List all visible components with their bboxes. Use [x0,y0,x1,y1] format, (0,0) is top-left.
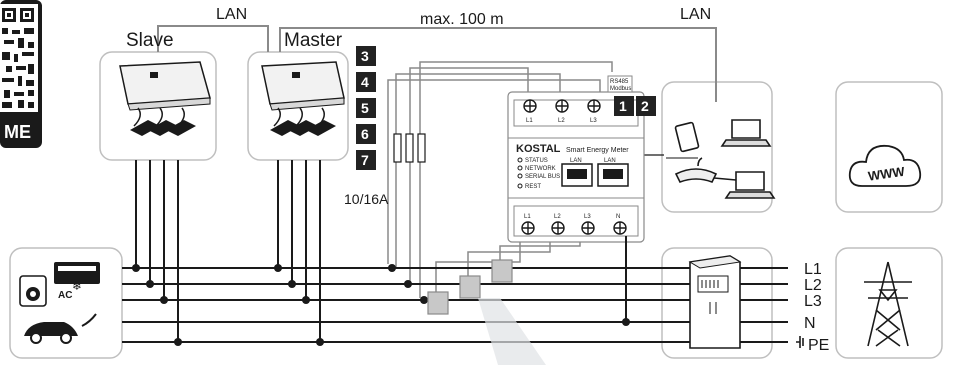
meter-step-badges: 1 2 [614,96,656,116]
lan-slave-master [157,25,269,52]
consumers-icon: AC ❄ [19,262,100,344]
grid-label-l3: L3 [804,293,822,310]
smart-energy-meter: RS485 Modbus L1 L2 L3 KOSTAL Smart Energ… [507,75,645,243]
meter-step-badge: 2 [641,98,649,114]
qr-caption: ME [4,122,31,142]
svg-text:❄: ❄ [72,279,82,293]
top-terminal-label: L3 [590,118,597,124]
bottom-terminal-label: L1 [524,214,531,220]
callout-beam [478,298,546,365]
qr-code: ME [0,0,42,148]
ac-label: AC [58,290,72,301]
grid-line-labels: L1 L2 L3 N PE [796,261,829,354]
led-label: STATUS [525,158,548,164]
utility-panel [835,247,943,359]
lan-port-label: LAN [604,158,616,164]
meter-step-badge: 1 [619,98,627,114]
lan-master-router [279,27,717,102]
step-badge: 5 [361,100,369,116]
bottom-terminal-label: N [616,214,620,220]
step-badge: 6 [361,126,369,142]
network-devices-icon [674,119,776,199]
grid-meter-icon [688,255,742,349]
lan-label-right: LAN [680,6,711,23]
bus-junctions [132,264,630,346]
www-label: WWW [867,164,906,184]
grid-label-l2: L2 [804,277,822,294]
top-terminal-label: L1 [526,118,533,124]
meter-product: Smart Energy Meter [566,147,629,154]
master-inverter-icon [261,61,345,136]
step-badges: 3 4 5 6 7 [356,46,376,170]
slave-inverter-icon [119,61,211,136]
current-transformers [427,259,513,315]
step-badge: 3 [361,48,369,64]
modbus-label: Modbus [610,86,631,92]
rs485-label: RS485 [610,79,629,85]
distance-label: max. 100 m [420,11,504,28]
power-pylon-icon [864,261,912,347]
grid-bus [122,267,788,343]
bottom-terminal-label: L2 [554,214,561,220]
earth-icon [796,336,804,348]
led-label: REST [525,184,541,190]
lan-port-label: LAN [570,158,582,164]
top-terminal-label: L2 [558,118,565,124]
fuses [393,133,426,163]
internet-cloud-icon: WWW [848,144,922,187]
step-badge: 7 [361,152,369,168]
meter-brand: KOSTAL [516,143,561,155]
slave-label: Slave [126,30,174,51]
meter-wires [387,61,613,298]
step-badge: 4 [361,74,369,90]
lan-label-left: LAN [216,6,247,23]
grid-label-l1: L1 [804,261,822,278]
led-label: NETWORK [525,166,556,172]
bottom-terminal-label: L3 [584,214,591,220]
lan-cables [157,25,717,159]
led-label: SERIAL BUS [525,174,560,180]
grid-label-n: N [804,315,816,332]
grid-label-pe: PE [808,337,829,354]
fuse-label: 10/16A [344,191,389,207]
inverter-feeds [135,160,627,342]
master-label: Master [284,30,343,51]
